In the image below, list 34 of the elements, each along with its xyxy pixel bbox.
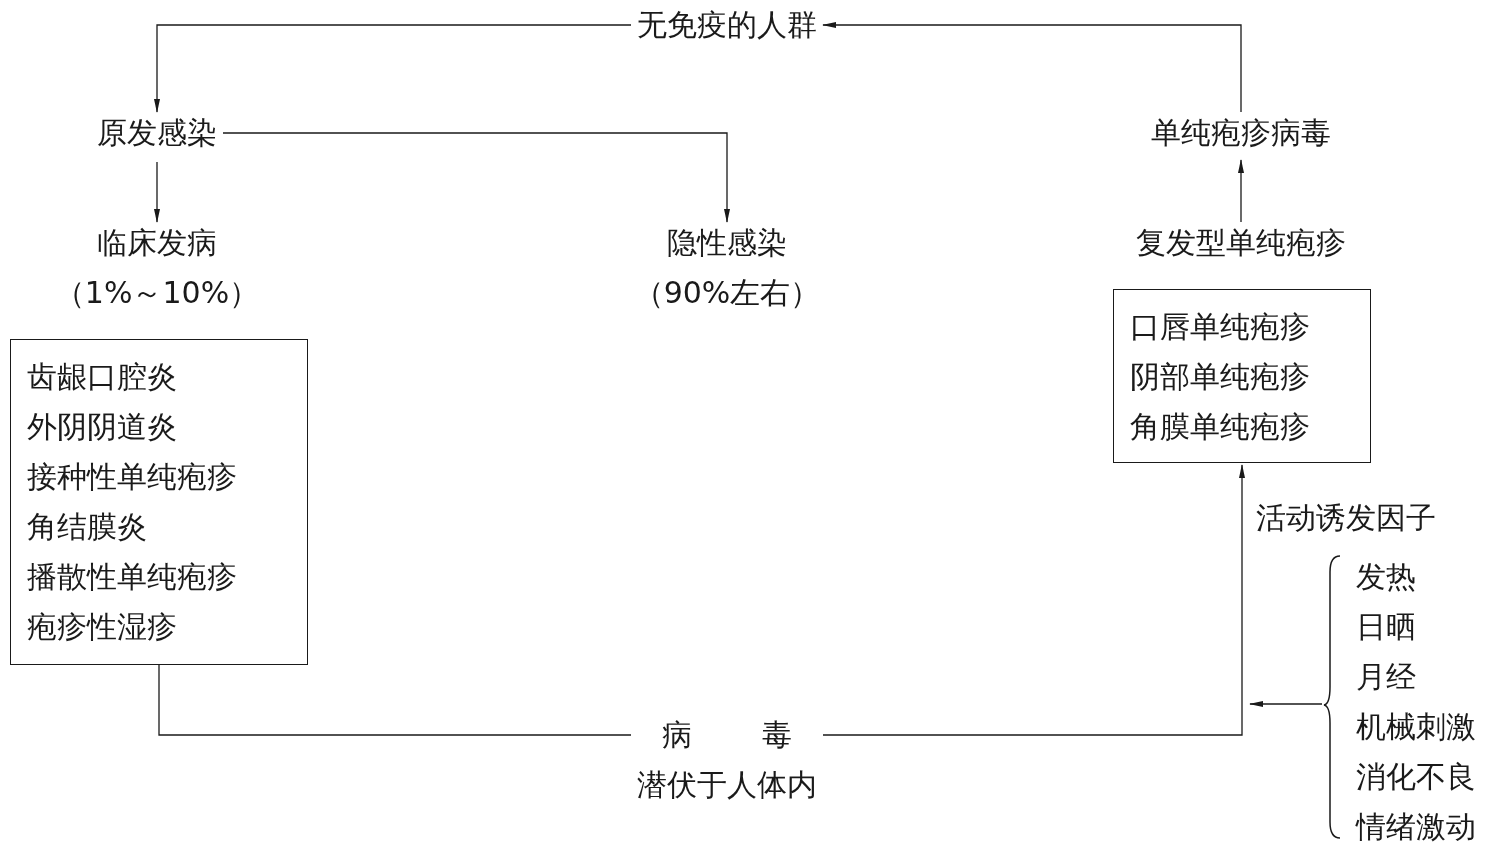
node-label: （1%～10%） — [54, 274, 260, 312]
node-label: （90%左右） — [633, 274, 821, 312]
node-label: 无免疫的人群 — [637, 6, 817, 44]
list-item: 口唇单纯疱疹 — [1130, 308, 1311, 346]
arrow — [222, 132, 730, 223]
list-item: 接种性单纯疱疹 — [27, 458, 238, 496]
list-item: 月经 — [1356, 658, 1417, 696]
list-item: 角膜单纯疱疹 — [1130, 408, 1311, 446]
arrow — [1249, 701, 1323, 707]
list-box — [1113, 289, 1371, 463]
list-item: 阴部单纯疱疹 — [1130, 358, 1311, 396]
list-item: 播散性单纯疱疹 — [27, 558, 238, 596]
list-item: 外阴阴道炎 — [27, 408, 178, 446]
node-label: 复发型单纯疱疹 — [1136, 224, 1346, 262]
list-item: 日晒 — [1356, 608, 1417, 646]
node-label: 病 毒 — [662, 716, 792, 754]
arrow — [822, 464, 1245, 736]
list-item: 发热 — [1356, 558, 1417, 596]
list-item: 齿龈口腔炎 — [27, 358, 178, 396]
list-item: 机械刺激 — [1356, 708, 1476, 746]
arrow — [1238, 159, 1244, 223]
arrow — [822, 22, 1242, 113]
list-item: 角结膜炎 — [27, 508, 148, 546]
node-label: 隐性感染 — [667, 224, 787, 262]
list-item: 情绪激动 — [1356, 808, 1476, 846]
list-item: 疱疹性湿疹 — [27, 608, 178, 646]
node-label: 潜伏于人体内 — [637, 766, 817, 804]
node-label: 原发感染 — [97, 114, 217, 152]
node-label: 单纯疱疹病毒 — [1151, 114, 1331, 152]
list-box — [10, 339, 308, 665]
node-label: 临床发病 — [97, 224, 217, 262]
arrow — [154, 24, 632, 113]
list-item: 消化不良 — [1356, 758, 1476, 796]
arrow — [154, 161, 160, 223]
